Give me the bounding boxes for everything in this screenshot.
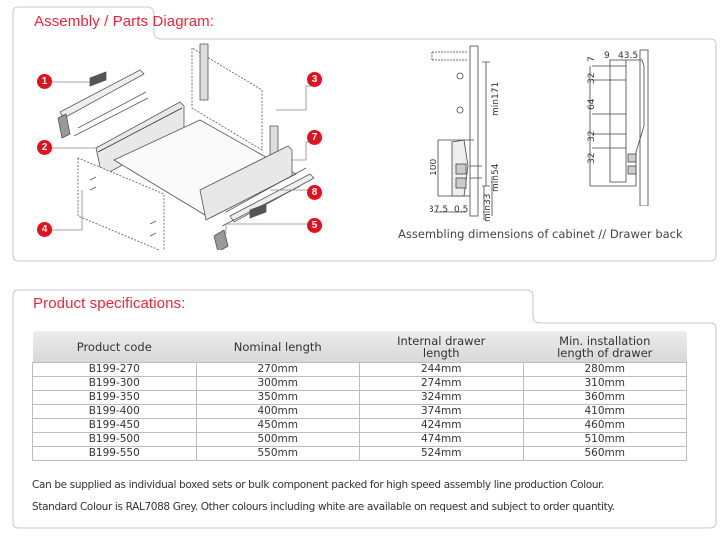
cell-internal-length: 474mm (359, 432, 524, 447)
part-marker-8: 8 (307, 185, 322, 200)
cell-internal-length: 274mm (359, 376, 524, 391)
part-marker-2: 2 (37, 140, 52, 155)
dim-7: 7 (587, 56, 597, 62)
dim-100: 100 (430, 159, 439, 176)
cabinet-dimension-drawing: min171 100 min54 min33 37.5 0.5 (430, 45, 501, 222)
cell-min-installation: 460mm (522, 418, 687, 433)
specs-table: Product code Nominal length Internal dra… (32, 331, 687, 461)
dim-64: 64 (587, 98, 597, 110)
cell-nominal-length: 500mm (195, 432, 360, 447)
dim-32-c: 32 (587, 153, 597, 164)
cell-min-installation: 310mm (522, 376, 687, 391)
parts-exploded-diagram (44, 43, 315, 250)
cell-nominal-length: 450mm (195, 418, 360, 433)
cell-min-installation: 510mm (522, 432, 687, 447)
specs-panel: Product specifications: Product code Nom… (12, 289, 717, 529)
specs-title: Product specifications: (33, 295, 186, 312)
dim-min33: min33 (483, 194, 493, 222)
cell-product-code: B199-270 (32, 362, 197, 377)
drawer-back-dimension-drawing: 7 9 43.5 32 64 32 32 (587, 49, 649, 206)
col-nominal-length: Nominal length (196, 331, 360, 363)
cell-min-installation: 280mm (522, 362, 687, 377)
cell-product-code: B199-550 (32, 446, 197, 461)
dim-min54: min54 (491, 163, 501, 192)
dim-37-5: 37.5 (430, 205, 448, 215)
specs-table-header: Product code Nominal length Internal dra… (32, 331, 687, 363)
cell-internal-length: 424mm (359, 418, 524, 433)
cell-min-installation: 560mm (522, 446, 687, 461)
part-marker-3: 3 (307, 72, 322, 87)
part-marker-1: 1 (37, 74, 52, 89)
dim-0-5: 0.5 (454, 205, 468, 215)
dim-9: 9 (604, 51, 610, 61)
cell-internal-length: 524mm (359, 446, 524, 461)
dim-min171: min171 (491, 82, 501, 116)
dim-43-5: 43.5 (618, 51, 638, 61)
assembly-panel: Assembly / Parts Diagram: (12, 6, 717, 262)
cell-min-installation: 360mm (522, 390, 687, 405)
dim-32-b: 32 (587, 131, 597, 142)
cell-nominal-length: 550mm (195, 446, 360, 461)
cell-product-code: B199-350 (32, 390, 197, 405)
cell-internal-length: 324mm (359, 390, 524, 405)
cell-nominal-length: 270mm (195, 362, 360, 377)
cell-product-code: B199-400 (32, 404, 197, 419)
col-product-code: Product code (32, 331, 196, 363)
dimensions-caption: Assembling dimensions of cabinet // Draw… (398, 227, 683, 241)
spec-note-2: Standard Colour is RAL7088 Grey. Other c… (32, 501, 615, 513)
cell-product-code: B199-450 (32, 418, 197, 433)
dim-32-a: 32 (587, 73, 597, 84)
part-marker-4: 4 (37, 222, 52, 237)
cell-nominal-length: 400mm (195, 404, 360, 419)
cell-nominal-length: 350mm (195, 390, 360, 405)
assembly-title: Assembly / Parts Diagram: (34, 13, 215, 30)
part-marker-7: 7 (307, 130, 322, 145)
cell-product-code: B199-300 (32, 376, 197, 391)
cell-internal-length: 374mm (359, 404, 524, 419)
spec-note-1: Can be supplied as individual boxed sets… (32, 479, 605, 491)
cell-product-code: B199-500 (32, 432, 197, 447)
cell-internal-length: 244mm (359, 362, 524, 377)
cell-min-installation: 410mm (522, 404, 687, 419)
cell-nominal-length: 300mm (195, 376, 360, 391)
part-marker-5: 5 (307, 218, 322, 233)
